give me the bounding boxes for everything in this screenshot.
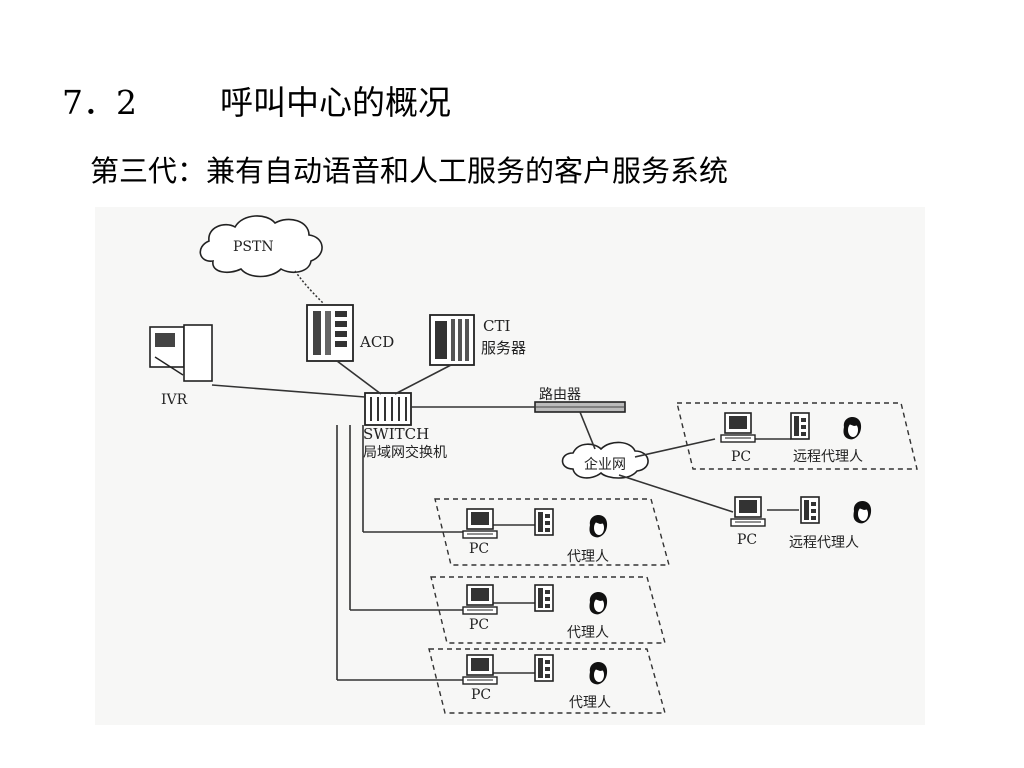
remote-agent-2: PC 远程代理人 — [730, 496, 872, 551]
pc-label: PC — [471, 687, 491, 703]
person-icon — [589, 514, 608, 538]
router-label: 路由器 — [539, 387, 581, 403]
pc-label: PC — [469, 617, 489, 633]
acd-rack-icon — [306, 304, 354, 362]
switch-icon — [364, 392, 412, 426]
pc-icon — [462, 584, 498, 615]
pc-icon — [720, 412, 756, 443]
pstn-to-acd-line — [294, 270, 324, 304]
remote-agent-label: 远程代理人 — [793, 449, 863, 465]
person-icon — [853, 500, 872, 524]
cti-label-line1: CTI — [483, 317, 510, 335]
section-number: 7．2 — [62, 83, 137, 122]
agent-group-1: PC 代理人 — [434, 498, 670, 566]
phone-icon — [534, 654, 554, 682]
router-icon — [534, 401, 626, 413]
call-center-diagram: PSTN ACD CTI 服务器 IVR SWITCH — [95, 207, 925, 725]
pc-icon — [462, 654, 498, 685]
enterprise-net-cloud: 企业网 — [561, 441, 649, 479]
agent-group-2: PC 代理人 — [430, 576, 666, 644]
person-icon — [589, 661, 608, 685]
person-icon — [589, 591, 608, 615]
switch-label-line2: 局域网交换机 — [363, 444, 447, 461]
cti-label-line2: 服务器 — [481, 339, 526, 357]
agent-label: 代理人 — [567, 549, 609, 565]
phone-icon — [790, 412, 810, 440]
pc-label: PC — [737, 532, 757, 548]
pc-label: PC — [469, 541, 489, 557]
connection-lines — [211, 360, 799, 681]
phone-icon — [534, 508, 554, 536]
pstn-label: PSTN — [233, 239, 274, 255]
pc-label: PC — [731, 449, 751, 465]
ivr-icon — [149, 324, 213, 382]
network-diagram-svg: PSTN ACD CTI 服务器 IVR SWITCH — [149, 215, 918, 714]
acd-label: ACD — [359, 333, 394, 351]
cti-server-icon — [429, 314, 475, 366]
slide-title: 7．2 呼叫中心的概况 — [62, 76, 451, 124]
enterprise-net-label: 企业网 — [584, 456, 626, 473]
slide-subtitle: 第三代：兼有自动语音和人工服务的客户服务系统 — [90, 154, 729, 188]
pc-icon — [730, 496, 766, 527]
agent-group-3: PC 代理人 — [428, 648, 666, 714]
ivr-label: IVR — [161, 392, 188, 408]
phone-icon — [534, 584, 554, 612]
pc-icon — [462, 508, 498, 539]
agent-label: 代理人 — [569, 695, 611, 711]
switch-label-line1: SWITCH — [363, 425, 429, 443]
agent-label: 代理人 — [567, 625, 609, 641]
pstn-cloud: PSTN — [199, 215, 323, 278]
phone-icon — [800, 496, 820, 524]
remote-agent-group-1: PC 远程代理人 — [676, 402, 918, 470]
title-text: 呼叫中心的概况 — [220, 83, 451, 122]
remote-agent-label: 远程代理人 — [789, 535, 859, 551]
person-icon — [843, 416, 862, 440]
